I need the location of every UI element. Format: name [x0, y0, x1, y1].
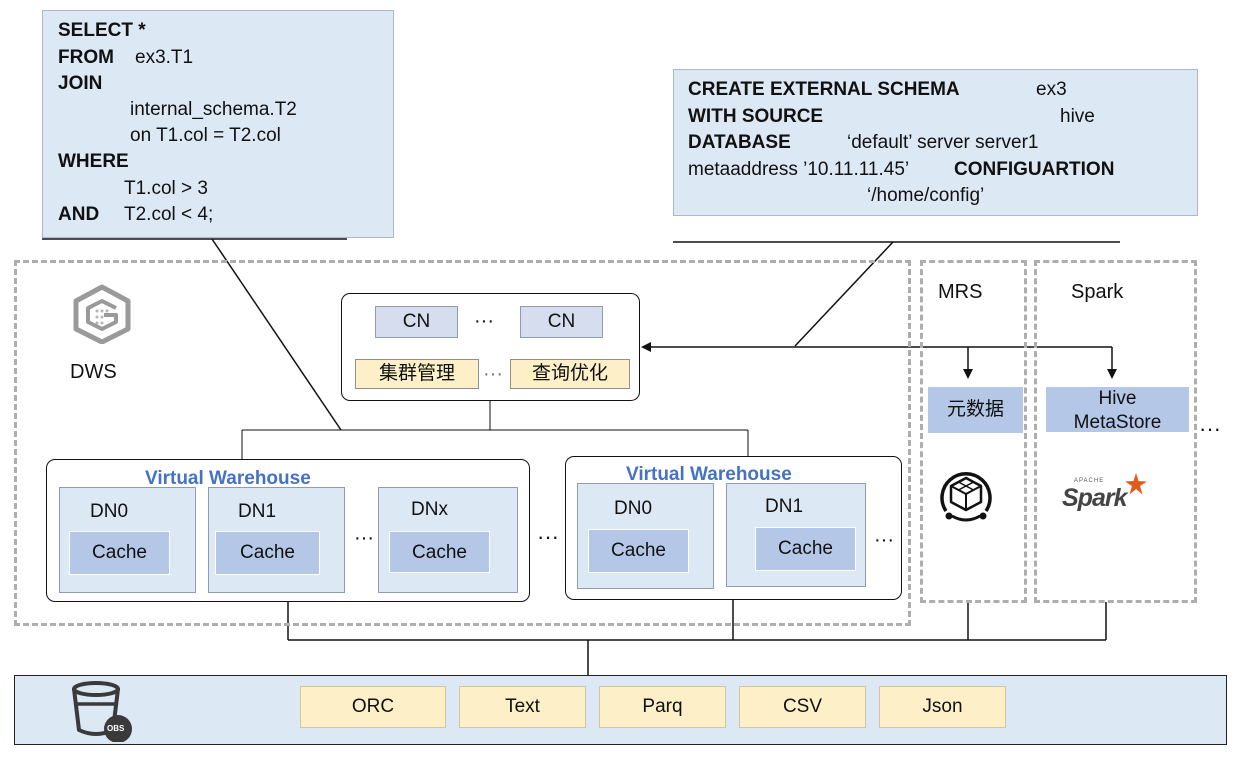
mgmt-ellipsis: ··· [483, 363, 503, 385]
mrs-label: MRS [938, 281, 983, 303]
format-parquet: Parq [599, 686, 726, 728]
format-orc: ORC [300, 686, 446, 728]
hive-metastore-line1: Hive [1098, 388, 1137, 409]
hive-metastore: Hive MetaStore [1046, 387, 1189, 433]
join-condition: on T1.col = T2.col [130, 125, 281, 146]
join-table: internal_schema.T2 [130, 99, 297, 120]
source-value: hive [1060, 106, 1095, 127]
spark-star-icon [1125, 473, 1147, 495]
where-keyword: WHERE [58, 151, 129, 172]
database-value: ‘default’ server server1 [847, 132, 1039, 153]
vw1-ellipsis: ··· [354, 527, 374, 549]
vw1-dnx-cache: Cache [389, 531, 490, 573]
vw2-title: Virtual Warehouse [626, 464, 792, 485]
query-pointer-line [211, 238, 342, 431]
spark-logo-apache: APACHE [1074, 478, 1105, 484]
vw1-dn0-cache: Cache [69, 531, 170, 575]
spark-label: Spark [1071, 281, 1124, 303]
dws-logo-icon [70, 284, 134, 345]
vw1-dn0-label: DN0 [90, 501, 129, 522]
cluster-management: 集群管理 [355, 359, 479, 389]
config-path: ‘/home/config’ [867, 185, 985, 206]
vw2-dn0-label: DN0 [614, 498, 653, 519]
spark-region [1034, 260, 1197, 603]
format-text: Text [459, 686, 586, 728]
schema-name: ex3 [1036, 79, 1067, 100]
create-schema-keyword: CREATE EXTERNAL SCHEMA [688, 79, 960, 100]
between-warehouses-ellipsis: ··· [537, 524, 559, 549]
query-optimization: 查询优化 [510, 359, 630, 389]
cn-node-left: CN [375, 306, 458, 338]
vw1-title: Virtual Warehouse [145, 468, 311, 489]
dws-label: DWS [70, 361, 117, 383]
vw1-dnx-label: DNx [411, 499, 448, 520]
from-table: ex3.T1 [135, 47, 194, 68]
vw2-dn0-cache: Cache [588, 529, 689, 573]
cn-node-right: CN [520, 306, 603, 338]
create-schema-box: CREATE EXTERNAL SCHEMA ex3 WITH SOURCE h… [673, 69, 1198, 216]
and-condition: T2.col < 4; [124, 204, 214, 225]
dws-region [14, 260, 911, 626]
schema-pointer-line [794, 241, 894, 347]
vw2-ellipsis: ··· [874, 529, 894, 551]
join-keyword: JOIN [58, 73, 103, 94]
configuration-keyword: CONFIGUARTION [954, 159, 1115, 180]
database-keyword: DATABASE [688, 132, 791, 153]
cn-ellipsis: ··· [474, 310, 494, 332]
more-systems-ellipsis: ··· [1199, 416, 1221, 441]
metaaddress-text: metaaddress ’10.11.11.45’ [688, 159, 910, 180]
obs-badge-text: OBS [107, 724, 125, 733]
hive-metastore-line2: MetaStore [1073, 412, 1162, 433]
select-keyword: SELECT * [58, 20, 146, 41]
obs-bucket-icon: OBS [70, 680, 136, 743]
vw2-dn1-cache: Cache [755, 527, 856, 571]
vw1-dn1-label: DN1 [238, 501, 277, 522]
vw2-dn1-label: DN1 [765, 496, 804, 517]
spark-logo-icon: APACHE Spark [1062, 472, 1152, 518]
mrs-metadata: 元数据 [928, 387, 1023, 433]
where-condition: T1.col > 3 [124, 178, 208, 199]
format-csv: CSV [739, 686, 866, 728]
with-source-keyword: WITH SOURCE [688, 106, 824, 127]
and-keyword: AND [58, 204, 100, 225]
vw1-dn1-cache: Cache [215, 531, 320, 575]
from-keyword: FROM [58, 47, 114, 68]
mrs-region [920, 260, 1027, 603]
mrs-cube-icon [934, 464, 998, 526]
format-json: Json [879, 686, 1006, 728]
sql-query-box: SELECT * FROM ex3.T1 JOIN internal_schem… [42, 10, 394, 238]
spark-logo-word: Spark [1062, 484, 1127, 512]
